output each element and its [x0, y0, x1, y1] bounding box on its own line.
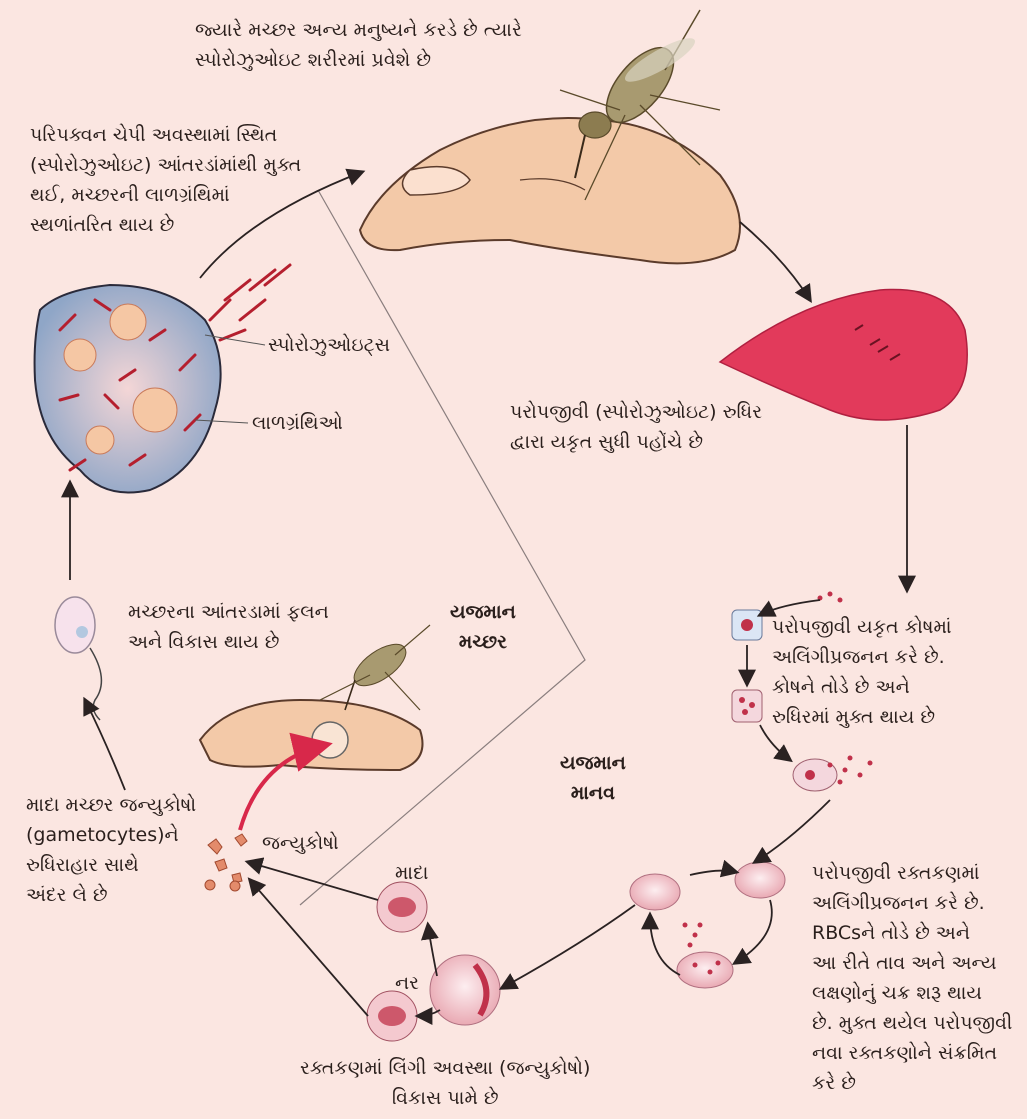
male-gametocyte-cell	[367, 991, 417, 1041]
ookinete-illustration	[55, 597, 101, 720]
label-sexual-stage: રક્તકણમાં લિંગી અવસ્થા (જન્યુકોષો) વિકાસ…	[300, 1053, 590, 1113]
mosquito-bottom-icon	[320, 625, 430, 710]
label-female: માદા	[395, 858, 428, 888]
rbc-cycle	[430, 862, 785, 1025]
salivary-gland-illustration	[35, 265, 290, 493]
label-bite-transfer: જ્યારે મચ્છર અન્ય મનુષ્યને કરડે છે ત્યાર…	[195, 15, 522, 75]
label-mature-migration: પરિપક્વન ચેપી અવસ્થામાં સ્થિત (સ્પોરોઝુઓ…	[30, 120, 301, 240]
female-gametocyte-cell	[377, 882, 427, 932]
hand-top-illustration	[360, 118, 740, 263]
label-male: નર	[395, 968, 419, 998]
label-host-human: યજમાન માનવ	[560, 748, 626, 808]
gametocytes-illustration	[205, 834, 247, 891]
label-mosquito-gut: મચ્છરના આંતરડામાં ફલન અને વિકાસ થાય છે	[128, 597, 329, 657]
host-divider	[300, 190, 585, 905]
label-sporozoites: સ્પોરોઝુઓઇટ્સ	[268, 330, 390, 360]
label-host-mosquito: યજમાન મચ્છર	[450, 597, 516, 657]
hand-bottom-illustration	[200, 700, 423, 770]
label-liver-cell-reproduction: પરોપજીવી યકૃત કોષમાં અલિંગીપ્રજનન કરે છે…	[772, 612, 952, 732]
label-gametocytes: જન્યુકોષો	[262, 828, 339, 858]
label-female-mosquito-takes: માદા મચ્છર જન્યુકોષો (gametocytes)ને રુધ…	[26, 790, 196, 910]
label-rbc-reproduction: પરોપજીવી રક્તકણમાં અલિંગીપ્રજનન કરે છે. …	[812, 858, 1012, 1098]
label-liver-reach: પરોપજીવી (સ્પોરોઝુઓઇટ) રુધિર દ્વારા યકૃત…	[510, 397, 762, 457]
label-salivary-glands: લાળગ્રંથિઓ	[252, 408, 343, 438]
